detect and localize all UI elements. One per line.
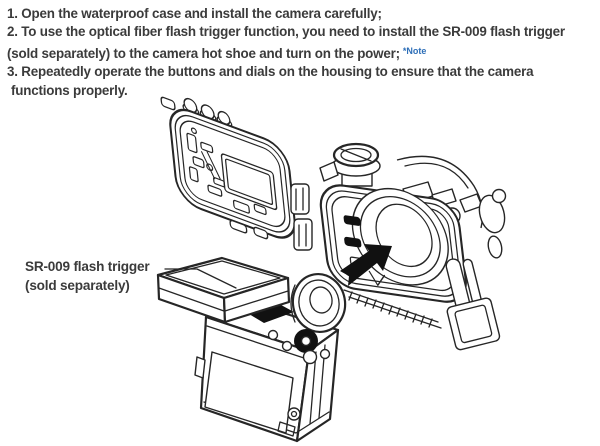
top-dial bbox=[319, 142, 381, 187]
flash-trigger-callout: SR-009 flash trigger (sold separately) bbox=[25, 258, 150, 295]
instruction-step-3: 3. Repeatedly operate the buttons and di… bbox=[7, 64, 534, 80]
camera-top-controls bbox=[267, 329, 331, 365]
instruction-step-3-cont: functions properly. bbox=[11, 82, 128, 98]
sr009-flash-trigger bbox=[156, 256, 291, 324]
instruction-step-2-cont: (sold separately) to the camera hot shoe… bbox=[7, 42, 565, 63]
lens-barrel bbox=[290, 272, 347, 334]
callout-line-2: (sold separately) bbox=[25, 277, 130, 293]
callout-line-1: SR-009 flash trigger bbox=[25, 259, 150, 274]
insertion-arrow bbox=[340, 244, 392, 286]
top-accessories bbox=[396, 155, 507, 259]
note-reference: *Note bbox=[402, 45, 427, 56]
instructions-text: 1. Open the waterproof case and install … bbox=[7, 5, 565, 100]
callout-leader-line bbox=[164, 268, 237, 289]
instruction-step-1: 1. Open the waterproof case and install … bbox=[7, 6, 382, 21]
instruction-step-2: 2. To use the optical fiber flash trigge… bbox=[7, 24, 565, 40]
latch-assembly bbox=[445, 258, 501, 351]
case-hinge bbox=[290, 183, 313, 251]
case-back-half bbox=[160, 96, 296, 240]
instruction-step-2-text: (sold separately) to the camera hot shoe… bbox=[7, 45, 400, 61]
seal-hatching bbox=[343, 289, 442, 329]
